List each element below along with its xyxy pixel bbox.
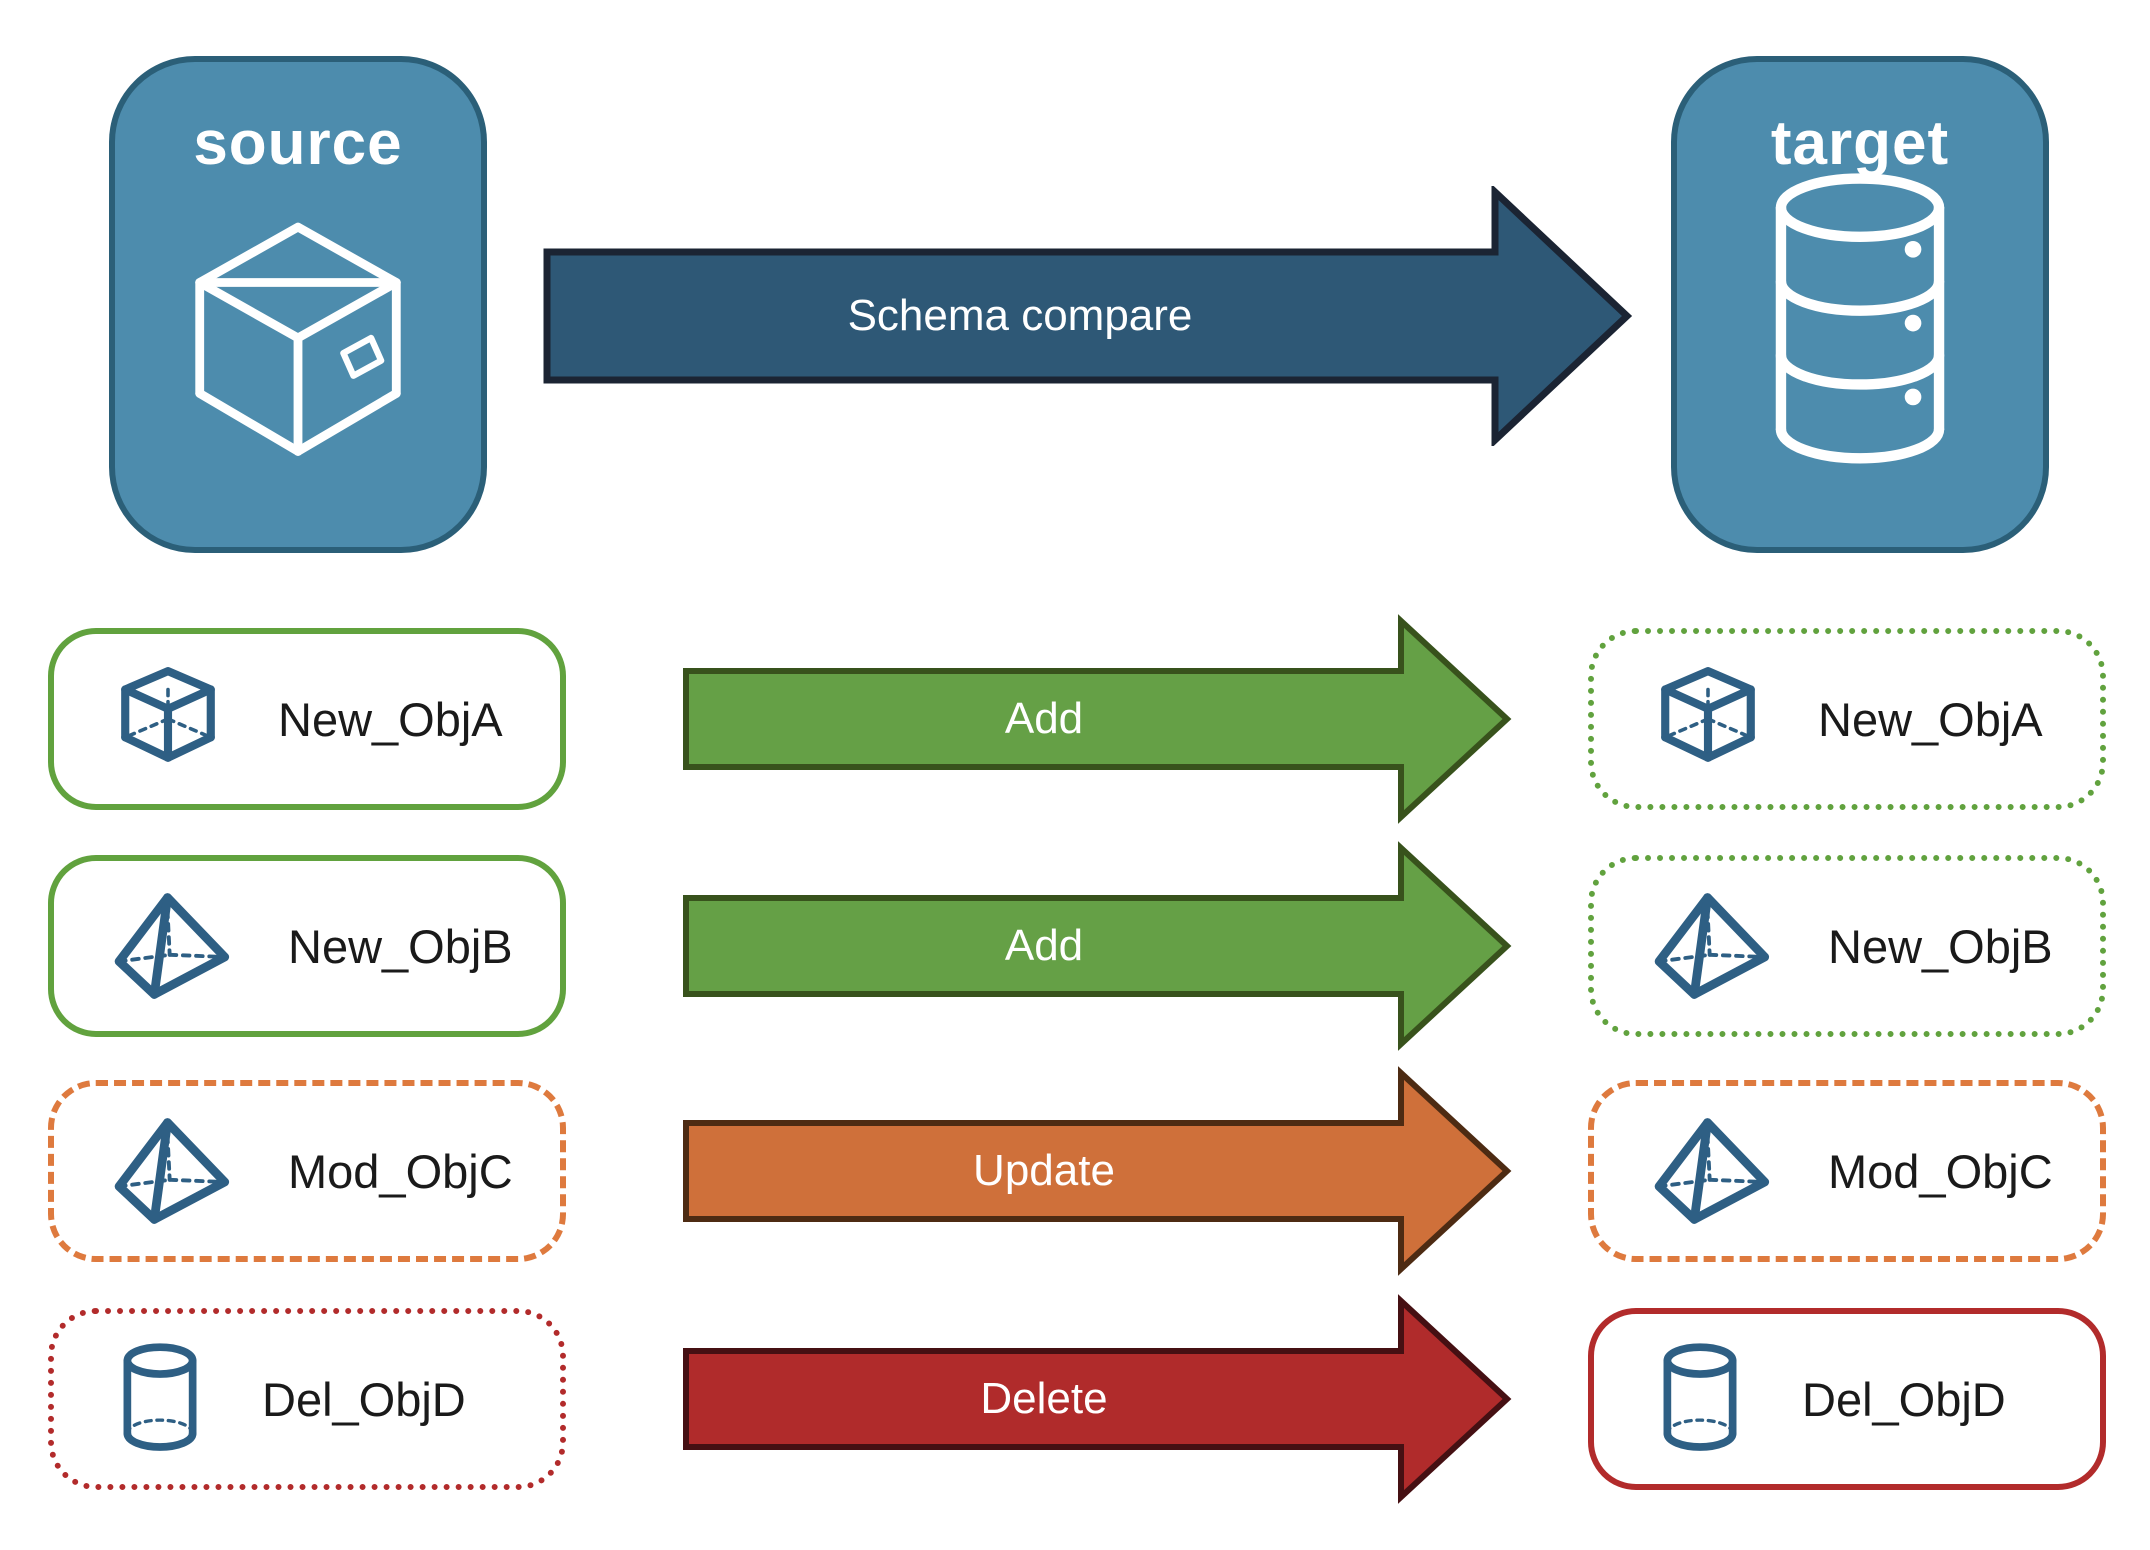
object-label: New_ObjA (1818, 692, 2043, 746)
object-label: Del_ObjD (262, 1372, 466, 1426)
source-node-label: source (193, 109, 403, 178)
target-object-new-objb: New_ObjB (1588, 855, 2106, 1037)
object-label: Mod_ObjC (288, 1144, 513, 1198)
source-node: source (109, 56, 487, 553)
pyramid-icon (114, 1118, 230, 1224)
object-label: New_ObjA (278, 692, 503, 746)
object-label: Del_ObjD (1802, 1372, 2006, 1426)
source-object-new-objb: New_ObjB (48, 855, 566, 1037)
cylinder-icon (123, 1343, 197, 1451)
cube-icon (121, 667, 215, 762)
delete-arrow-label: Delete (980, 1374, 1108, 1423)
database-icon (1775, 173, 1945, 464)
add-arrow (683, 614, 1512, 824)
schema-compare-arrow-label: Schema compare (847, 291, 1193, 340)
target-object-new-obja: New_ObjA (1588, 628, 2106, 810)
pyramid-icon (1654, 1118, 1770, 1224)
object-label: New_ObjB (1828, 919, 2053, 973)
cylinder-icon (1663, 1343, 1737, 1451)
pyramid-icon (1654, 893, 1770, 999)
schema-compare-arrow (543, 186, 1633, 446)
target-node-label: target (1770, 109, 1950, 178)
cube-icon (1661, 667, 1755, 762)
add-arrow-label: Add (1004, 694, 1084, 743)
source-object-new-obja: New_ObjA (48, 628, 566, 810)
package-icon (195, 222, 401, 456)
update-arrow-label: Update (973, 1146, 1115, 1195)
source-object-del-objd: Del_ObjD (48, 1308, 566, 1490)
add-arrow-label: Add (1004, 921, 1084, 970)
update-arrow (683, 1066, 1512, 1276)
object-label: Mod_ObjC (1828, 1144, 2053, 1198)
add-arrow (683, 841, 1512, 1051)
source-object-mod-objc: Mod_ObjC (48, 1080, 566, 1262)
delete-arrow (683, 1294, 1512, 1504)
target-node: target (1671, 56, 2049, 553)
target-object-del-objd: Del_ObjD (1588, 1308, 2106, 1490)
pyramid-icon (114, 893, 230, 999)
object-label: New_ObjB (288, 919, 513, 973)
target-object-mod-objc: Mod_ObjC (1588, 1080, 2106, 1262)
